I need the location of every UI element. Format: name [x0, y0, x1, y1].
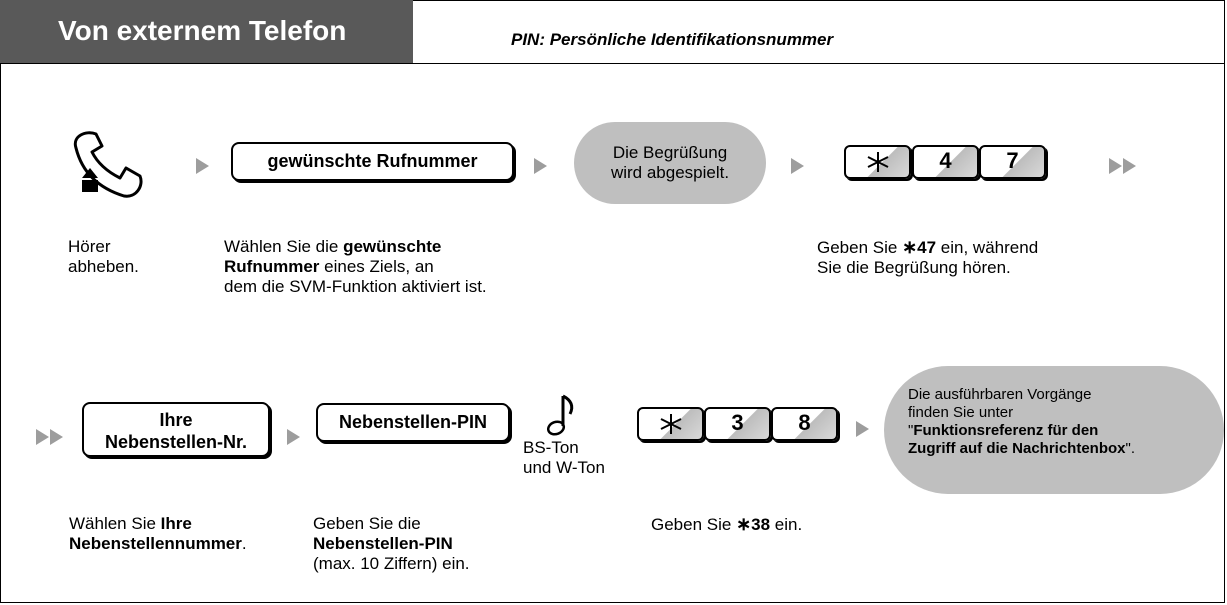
tone-label-line1: BS-Ton — [523, 438, 579, 457]
play-arrow-icon — [534, 158, 547, 174]
extension-box-line1: Ihre — [159, 410, 193, 430]
star-key-icon — [867, 152, 888, 172]
info-bubble-text: Die ausführbaren Vorgänge finden Sie unt… — [908, 386, 1135, 458]
play-arrow-icon — [856, 421, 869, 437]
info-bubble-line1: Die ausführbaren Vorgänge — [908, 386, 1092, 403]
desc-keys-text: Geben Sie — [817, 238, 903, 257]
desc-pin-line3: (max. 10 Ziffern) ein. — [313, 554, 470, 573]
desc-extension: Wählen Sie Ihre Nebenstellennummer. — [69, 514, 247, 554]
star-symbol: ∗ — [736, 514, 752, 534]
desc-keys-text: Sie die Begrüßung hören. — [817, 258, 1011, 277]
desc-dial-bold: Rufnummer — [224, 257, 320, 276]
desc-keys-38: Geben Sie ∗38 ein. — [651, 514, 802, 535]
title-box — [0, 0, 413, 64]
desc-pin-line1: Geben Sie die — [313, 514, 421, 533]
music-note-icon — [546, 394, 574, 436]
extension-pin-box: Nebenstellen-PIN — [316, 403, 510, 442]
desc-handset-line2: abheben. — [68, 257, 139, 276]
subtitle: PIN: Persönliche Identifikationsnummer — [511, 30, 834, 49]
greeting-bubble-line1: Die Begrüßung — [612, 143, 728, 162]
key-3: 3 — [704, 407, 771, 441]
handset-off-hook-icon — [73, 131, 143, 198]
star-key — [637, 407, 704, 441]
desc-keys-47: Geben Sie ∗47 ein, während Sie die Begrü… — [817, 237, 1038, 278]
desc-pin-bold: Nebenstellen-PIN — [313, 534, 453, 553]
desc-handset: Hörer abheben. — [68, 237, 139, 277]
play-arrow-icon — [287, 429, 300, 445]
key-8: 8 — [771, 407, 838, 441]
key-4: 4 — [912, 145, 979, 179]
header-divider — [413, 63, 1225, 64]
extension-box-line2: Nebenstellen-Nr. — [104, 432, 248, 452]
desc-keys38-bold: 38 — [751, 515, 771, 534]
desc-ext-text: . — [241, 534, 247, 553]
extension-number-box: Ihre Nebenstellen-Nr. — [82, 402, 270, 457]
play-arrow-icon — [791, 158, 804, 174]
star-key-icon — [660, 414, 681, 434]
info-bubble-bold: Funktionsreferenz für den — [913, 422, 1099, 439]
star-key — [844, 145, 911, 179]
desc-keys38-text: Geben Sie — [651, 515, 737, 534]
desc-ext-bold: Ihre — [160, 514, 192, 533]
info-bubble-quote: ". — [1125, 440, 1136, 457]
info-bubble: Die ausführbaren Vorgänge finden Sie unt… — [884, 366, 1224, 494]
greeting-bubble: Die Begrüßung wird abgespielt. — [574, 122, 766, 204]
desc-dial-text: Wählen Sie die — [224, 237, 344, 256]
desc-dial: Wählen Sie die gewünschte Rufnummer eine… — [224, 237, 487, 297]
info-bubble-quote: " — [908, 422, 914, 439]
desc-keys38-text: ein. — [770, 515, 803, 534]
dial-number-box: gewünschte Rufnummer — [231, 142, 514, 181]
info-bubble-bold: Zugriff auf die Nachrichtenbox — [908, 440, 1126, 457]
key-7: 7 — [979, 145, 1046, 179]
desc-pin: Geben Sie die Nebenstellen-PIN (max. 10 … — [313, 514, 470, 574]
info-bubble-line2: finden Sie unter — [908, 404, 1014, 421]
star-symbol: ∗ — [902, 237, 918, 257]
desc-dial-text: dem die SVM-Funktion aktiviert ist. — [224, 277, 487, 296]
desc-dial-text: eines Ziels, an — [319, 257, 434, 276]
page-title: Von externem Telefon — [58, 15, 347, 46]
tone-label: BS-Ton und W-Ton — [523, 438, 605, 478]
desc-keys-bold: 47 — [917, 238, 937, 257]
tone-label-line2: und W-Ton — [523, 458, 605, 477]
desc-ext-bold: Nebenstellennummer — [69, 534, 242, 553]
play-arrow-icon — [196, 158, 209, 174]
desc-handset-line1: Hörer — [68, 237, 111, 256]
desc-keys-text: ein, während — [936, 238, 1039, 257]
desc-dial-bold: gewünschte — [343, 237, 442, 256]
greeting-bubble-line2: wird abgespielt. — [610, 163, 730, 182]
desc-ext-text: Wählen Sie — [69, 514, 161, 533]
